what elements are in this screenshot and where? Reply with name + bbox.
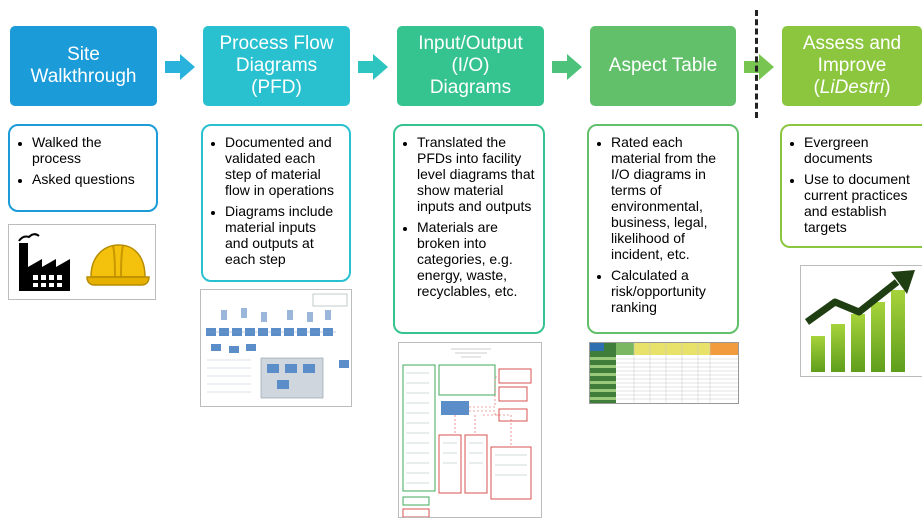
arrow-right-icon — [552, 54, 582, 80]
growth-chart-icon — [804, 270, 915, 372]
card-io-diagrams: Translated the PFDs into facility level … — [393, 124, 545, 334]
arrow-right-icon — [165, 54, 195, 80]
step-title: Site Walkthrough — [30, 44, 137, 87]
factory-hardhat-image — [8, 224, 156, 300]
step-title: Process Flow Diagrams (PFD) — [219, 33, 334, 98]
company-name: LiDestri — [819, 77, 885, 98]
card-assess-improve: Evergreen documents Use to document curr… — [780, 124, 922, 248]
step-title: Aspect Table — [608, 55, 718, 76]
bullet-item: Translated the PFDs into facility level … — [417, 134, 535, 214]
arrow-right-icon — [358, 54, 388, 80]
divider-dashed-line — [755, 10, 758, 118]
step-io-diagrams: Input/Output (I/O) Diagrams — [397, 26, 544, 106]
step-title: Input/Output (I/O) Diagrams — [418, 33, 523, 98]
bullet-item: Diagrams include material inputs and out… — [225, 203, 341, 267]
bullet-item: Asked questions — [32, 171, 148, 187]
aspect-table-thumbnail — [589, 342, 739, 404]
card-site-walkthrough: Walked the process Asked questions — [8, 124, 158, 212]
growth-chart-image — [800, 265, 922, 377]
step-site-walkthrough: Site Walkthrough — [10, 26, 157, 106]
bullet-item: Use to document current practices and es… — [804, 171, 922, 235]
step-title-line: (LiDestri) — [813, 77, 891, 98]
bullet-item: Walked the process — [32, 134, 148, 166]
bullet-item: Rated each material from the I/O diagram… — [611, 134, 729, 262]
step-title-line: Improve — [817, 55, 887, 76]
bullet-item: Calculated a risk/opportunity ranking — [611, 267, 729, 315]
card-aspect-table: Rated each material from the I/O diagram… — [587, 124, 739, 334]
step-assess-and-improve: Assess and Improve (LiDestri) — [782, 26, 922, 106]
hard-hat-icon — [86, 244, 150, 286]
step-process-flow-diagrams: Process Flow Diagrams (PFD) — [203, 26, 350, 106]
bullet-item: Materials are broken into categories, e.… — [417, 219, 535, 299]
bullet-item: Documented and validated each step of ma… — [225, 134, 341, 198]
pfd-diagram-thumbnail — [200, 289, 352, 407]
arrow-right-icon — [744, 54, 774, 80]
factory-icon — [18, 233, 70, 291]
card-process-flow: Documented and validated each step of ma… — [201, 124, 351, 282]
step-aspect-table: Aspect Table — [590, 26, 736, 106]
step-title-line: Assess and — [802, 33, 902, 54]
io-diagram-thumbnail — [398, 342, 542, 518]
bullet-item: Evergreen documents — [804, 134, 922, 166]
